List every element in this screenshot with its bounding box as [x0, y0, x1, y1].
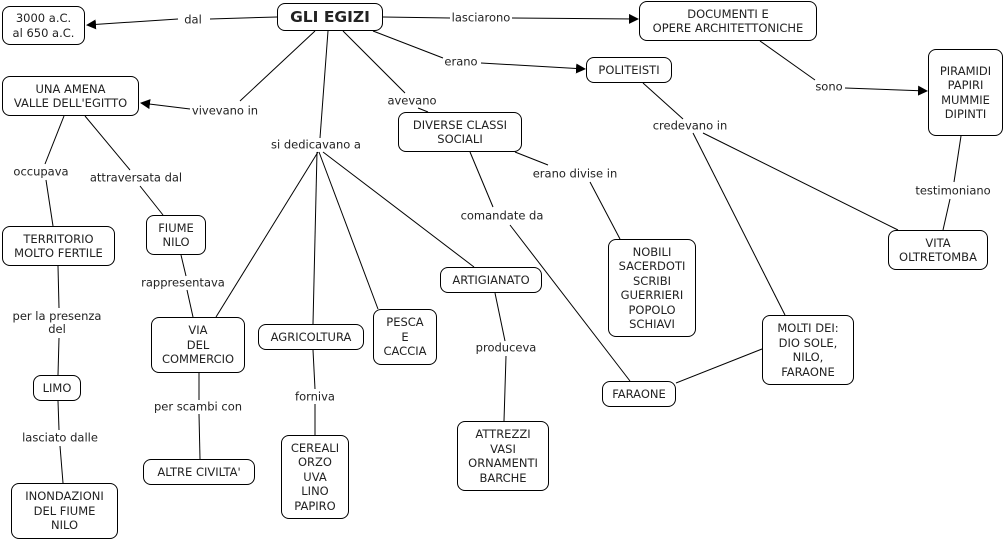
line-classi-comandate	[469, 151, 494, 208]
line-vivevano-valle	[140, 99, 191, 110]
node-politeisti[interactable]: POLITEISTI	[586, 57, 672, 83]
line-piramidi-testimoniano	[953, 135, 962, 183]
line-dedicavano-agricoltura	[312, 151, 318, 325]
node-vita-oltretomba[interactable]: VITA OLTRETOMBA	[888, 230, 988, 270]
link-label-per-scambi-con: per scambi con	[152, 399, 244, 414]
node-piramidi[interactable]: PIRAMIDI PAPIRI MUMMIE DIPINTI	[928, 49, 1003, 136]
link-label-attraversata-dal: attraversata dal	[88, 170, 184, 185]
line-testimoniano-vita	[942, 198, 951, 231]
line-agricoltura-forniva	[312, 349, 316, 390]
line-occupava-territorio	[45, 179, 54, 227]
line-limo-lasciato	[57, 400, 60, 431]
line-egizi-vivevano	[239, 30, 316, 102]
line-documenti-sono	[759, 40, 816, 81]
node-valle-egitto[interactable]: UNA AMENA VALLE DELL'EGITTO	[2, 76, 139, 116]
line-egizi-erano	[372, 30, 444, 59]
line-avevano-classi	[417, 107, 429, 113]
node-periodo[interactable]: 3000 a.C. al 650 a.C.	[2, 6, 85, 45]
link-label-forniva: forniva	[294, 389, 336, 404]
link-label-lasciato-dalle: lasciato dalle	[21, 430, 99, 445]
link-label-si-dedicavano-a: si dedicavano a	[270, 137, 362, 152]
line-territorio-presenza	[57, 265, 60, 309]
node-molti-dei[interactable]: MOLTI DEI: DIO SOLE, NILO, FARAONE	[762, 315, 854, 385]
line-faraone-dei	[675, 348, 763, 384]
node-cereali[interactable]: CEREALI ORZO UVA LINO PAPIRO	[281, 435, 349, 519]
node-documenti[interactable]: DOCUMENTI E OPERE ARCHITETTONICHE	[639, 1, 817, 41]
link-label-occupava: occupava	[12, 164, 70, 179]
line-egizi-lasciarono	[382, 16, 451, 19]
line-comandate-faraone	[509, 224, 631, 382]
line-scambi-altre	[198, 413, 201, 460]
link-label-dal: dal	[183, 12, 203, 27]
line-egizi-dal	[209, 16, 278, 20]
line-attraversata-fiume	[139, 185, 164, 216]
node-gli-egizi[interactable]: GLI EGIZI	[277, 3, 383, 31]
link-label-erano: erano	[443, 54, 479, 69]
link-label-sono: sono	[814, 79, 844, 94]
line-dedicavano-via	[215, 151, 319, 318]
line-dedicavano-artigianato	[322, 151, 475, 268]
line-divise-nobili	[589, 181, 621, 240]
node-agricoltura[interactable]: AGRICOLTURA	[258, 324, 364, 350]
node-pesca-caccia[interactable]: PESCA E CACCIA	[373, 309, 437, 365]
link-label-lasciarono: lasciarono	[450, 10, 512, 25]
link-label-produceva: produceva	[474, 340, 538, 355]
line-valle-occupava	[44, 115, 65, 165]
node-attrezzi[interactable]: ATTREZZI VASI ORNAMENTI BARCHE	[457, 421, 549, 491]
node-altre-civilta[interactable]: ALTRE CIVILTA'	[143, 459, 255, 485]
link-label-credevano-in: credevano in	[651, 118, 729, 133]
node-limo[interactable]: LIMO	[33, 375, 81, 401]
line-dedicavano-pesca	[318, 151, 379, 310]
node-faraone[interactable]: FARAONE	[602, 381, 676, 407]
line-presenza-limo	[57, 337, 60, 376]
link-label-avevano: avevano	[386, 93, 438, 108]
link-label-per-la-presenza-del: per la presenza del	[11, 309, 103, 336]
line-lasciarono-documenti	[511, 13, 639, 24]
line-classi-divise	[514, 151, 549, 166]
link-label-testimoniano: testimoniano	[914, 183, 992, 198]
node-territorio[interactable]: TERRITORIO MOLTO FERTILE	[2, 226, 115, 266]
line-egizi-dedicavano	[319, 30, 329, 139]
node-artigianato[interactable]: ARTIGIANATO	[440, 267, 542, 293]
node-nobili[interactable]: NOBILI SACERDOTI SCRIBI GUERRIERI POPOLO…	[608, 239, 696, 337]
node-fiume-nilo[interactable]: FIUME NILO	[146, 215, 206, 255]
link-label-erano-divise-in: erano divise in	[531, 166, 619, 181]
node-inondazioni[interactable]: INONDAZIONI DEL FIUME NILO	[11, 483, 118, 539]
link-label-comandate-da: comandate da	[459, 208, 545, 223]
line-sono-piramidi	[844, 85, 928, 96]
node-via-commercio[interactable]: VIA DEL COMMERCIO	[151, 317, 245, 373]
line-credevano-vita	[702, 132, 899, 231]
line-erano-politeisti	[480, 62, 586, 74]
line-lasciato-inondazioni	[59, 445, 64, 484]
link-label-rappresentava: rappresentava	[140, 275, 226, 290]
line-dal-periodo	[86, 18, 179, 30]
line-fiume-rappresentava	[180, 254, 187, 277]
line-produceva-attrezzi	[503, 355, 507, 422]
line-artigianato-produceva	[494, 292, 506, 342]
line-valle-attraversata	[84, 115, 131, 171]
line-politeisti-credevano	[642, 82, 684, 120]
line-credevano-dei	[692, 132, 786, 316]
node-classi-sociali[interactable]: DIVERSE CLASSI SOCIALI	[398, 112, 522, 152]
line-rappresentava-via	[186, 289, 194, 318]
link-label-vivevano-in: vivevano in	[190, 103, 260, 118]
line-egizi-avevano	[342, 30, 406, 94]
